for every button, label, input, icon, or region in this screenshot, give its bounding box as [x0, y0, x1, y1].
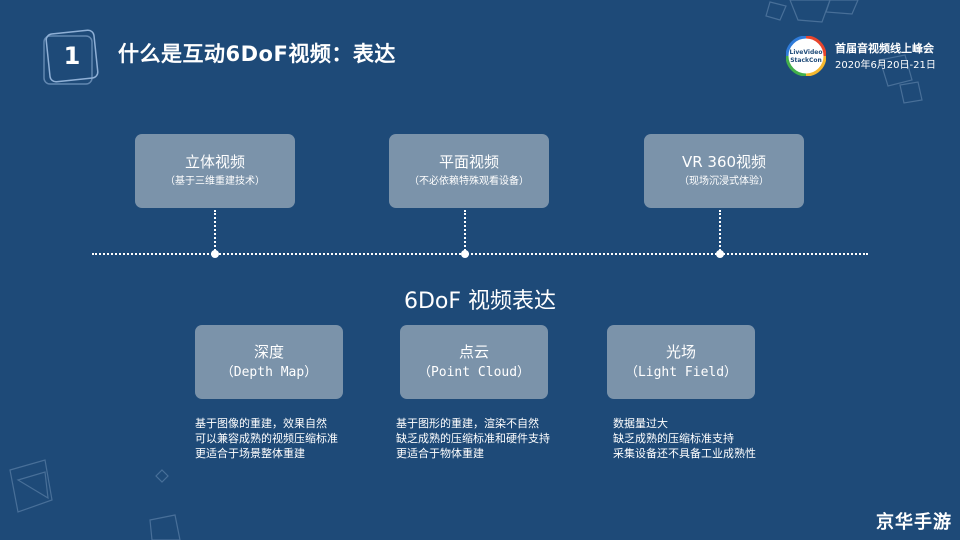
box-planar-video: 平面视频 （不必依赖特殊观看设备） — [389, 134, 549, 208]
box-sub-label: （不必依赖特殊观看设备） — [409, 176, 529, 187]
description-line: 数据量过大 — [613, 417, 668, 430]
box-vr360-video: VR 360视频 （现场沉浸式体验） — [644, 134, 804, 208]
connector-line — [464, 210, 466, 254]
box-sub-label: （现场沉浸式体验） — [679, 176, 769, 187]
description-line: 缺乏成熟的压缩标准和硬件支持 — [396, 432, 550, 445]
box-main-label: VR 360视频 — [681, 153, 767, 171]
description-line: 可以兼容成熟的视频压缩标准 — [195, 432, 338, 445]
event-date: 2020年6月20日-21日 — [835, 60, 936, 71]
description-depth: 基于图像的重建，效果自然 可以兼容成熟的视频压缩标准 更适合于场景整体重建 — [195, 416, 338, 461]
description-line: 缺乏成熟的压缩标准支持 — [613, 432, 734, 445]
slide-title: 什么是互动6DoF视频：表达 — [118, 42, 396, 66]
slide-number: 1 — [63, 42, 81, 70]
box-main-label: 立体视频 — [184, 153, 245, 171]
box-point-cloud: 点云 （Point Cloud） — [400, 325, 548, 399]
description-light-field: 数据量过大 缺乏成熟的压缩标准支持 采集设备还不具备工业成熟性 — [613, 416, 756, 461]
box-light-field: 光场 （Light Field） — [607, 325, 755, 399]
box-main-label: 点云 — [458, 342, 489, 361]
description-line: 采集设备还不具备工业成熟性 — [613, 447, 756, 460]
description-point-cloud: 基于图形的重建，渲染不自然 缺乏成熟的压缩标准和硬件支持 更适合于物体重建 — [396, 416, 550, 461]
timeline-dot — [461, 250, 469, 258]
svg-text:LiveVideo: LiveVideo — [790, 49, 823, 56]
box-sub-label: （基于三维重建技术） — [165, 176, 265, 187]
watermark: 京华手游 — [876, 512, 952, 533]
timeline-line — [92, 253, 868, 255]
box-sub-label: （Depth Map） — [220, 364, 318, 380]
box-main-label: 光场 — [665, 342, 696, 361]
center-label: 6DoF 视频表达 — [403, 289, 557, 314]
connector-line — [214, 210, 216, 254]
connector-line — [719, 210, 721, 254]
box-main-label: 深度 — [253, 342, 284, 361]
svg-text:StackCon: StackCon — [790, 57, 822, 64]
box-stereo-video: 立体视频 （基于三维重建技术） — [135, 134, 295, 208]
description-line: 基于图像的重建，效果自然 — [195, 417, 327, 430]
event-logo-icon: LiveVideo StackCon — [786, 36, 826, 76]
box-sub-label: （Light Field） — [624, 364, 738, 380]
box-sub-label: （Point Cloud） — [417, 364, 531, 380]
event-name: 首届音视频线上峰会 — [835, 42, 934, 55]
timeline-dot — [211, 250, 219, 258]
description-line: 基于图形的重建，渲染不自然 — [396, 417, 539, 430]
box-main-label: 平面视频 — [438, 153, 499, 171]
description-line: 更适合于场景整体重建 — [195, 447, 305, 460]
box-depth-map: 深度 （Depth Map） — [195, 325, 343, 399]
description-line: 更适合于物体重建 — [396, 447, 484, 460]
timeline-dot — [716, 250, 724, 258]
